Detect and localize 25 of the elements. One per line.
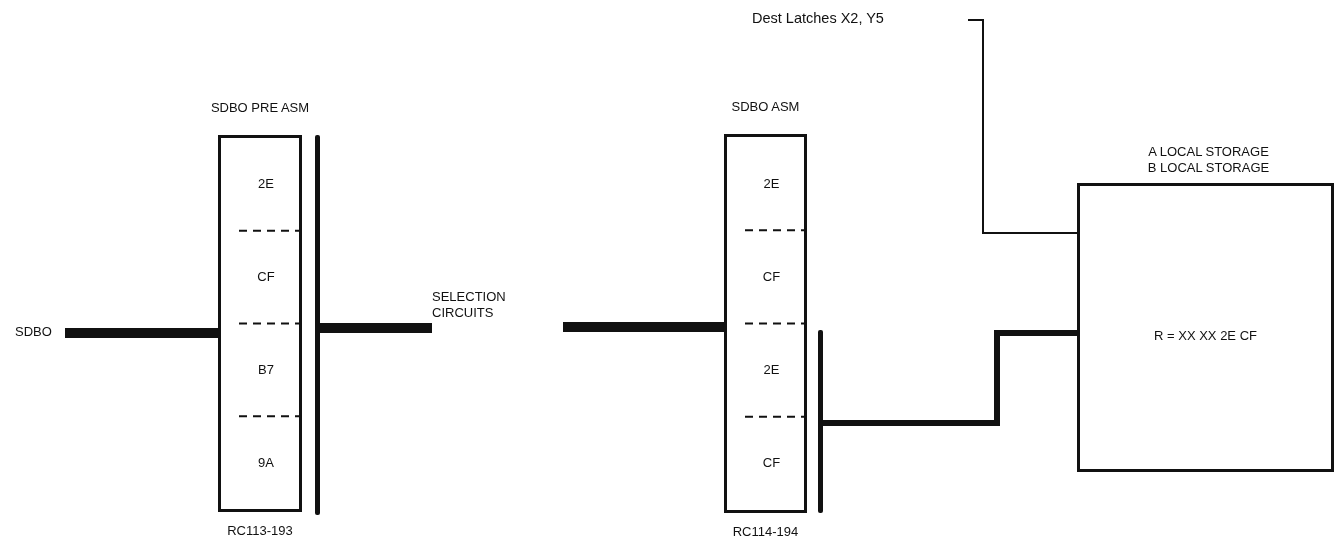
register-id: RC113-193	[226, 523, 294, 538]
bus-line	[320, 323, 432, 333]
register-title: SDBO PRE ASM	[209, 100, 311, 115]
register-value: 2E	[762, 362, 781, 378]
register-id: RC114-194	[731, 524, 800, 539]
bus-line	[823, 330, 1077, 426]
signal-label: Dest Latches X2, Y5	[752, 10, 964, 28]
connector-line	[967, 19, 1078, 234]
signal-label: SDBO	[15, 324, 63, 342]
register-title: SDBO ASM	[730, 99, 801, 114]
register-contents: R = XX XX 2E CF	[1153, 328, 1258, 343]
register-value: 2E	[762, 175, 781, 191]
storage-title: A LOCAL STORAGE	[1147, 144, 1270, 159]
register-value: CF	[761, 268, 782, 284]
register-value: 9A	[257, 454, 275, 470]
register-value: 2E	[257, 176, 275, 192]
signal-label: SELECTION CIRCUITS	[432, 289, 532, 323]
register-value: CF	[761, 455, 782, 471]
register-value: B7	[257, 361, 275, 377]
bus-line	[65, 328, 218, 338]
bus-bar	[315, 135, 320, 515]
storage-title: B LOCAL STORAGE	[1146, 160, 1271, 175]
bus-bar	[818, 330, 823, 513]
bus-line	[563, 322, 724, 332]
register-value: CF	[256, 269, 276, 285]
